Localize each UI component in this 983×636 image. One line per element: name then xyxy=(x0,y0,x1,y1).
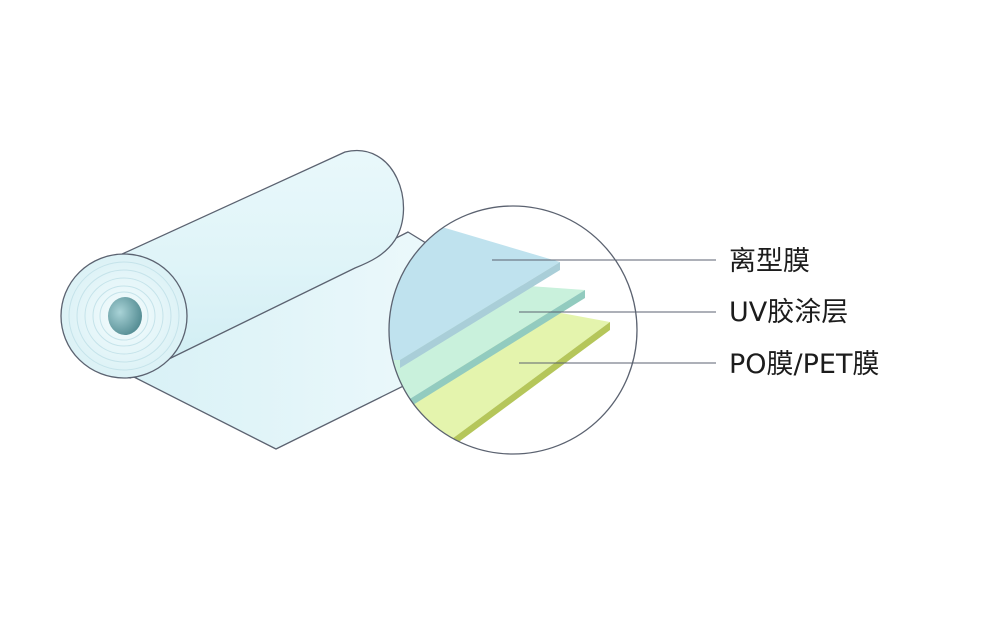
layer-release-top xyxy=(389,222,560,360)
roll-body xyxy=(119,149,405,379)
roll-core-hole xyxy=(108,297,142,335)
label-release-film: 离型膜 xyxy=(729,246,810,277)
label-po-pet-film: PO膜/PET膜 xyxy=(729,349,879,380)
magnifier-outline xyxy=(388,205,638,455)
layer-po-pet-edge xyxy=(410,322,610,454)
layer-uv-edge xyxy=(400,290,585,413)
label-uv-coating: UV胶涂层 xyxy=(729,297,848,328)
layer-uv-top xyxy=(389,285,585,410)
layer-release-edge xyxy=(400,262,560,368)
